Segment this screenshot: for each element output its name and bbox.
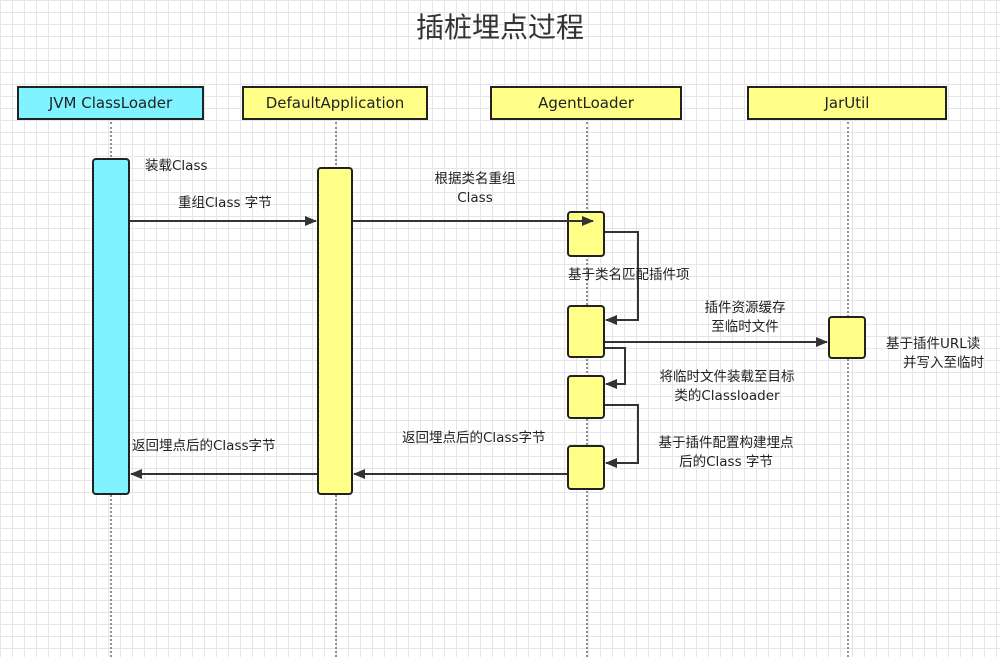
message-load-temp: 将临时文件装载至目标 类的Classloader — [642, 368, 812, 406]
activation-jvm-classloader — [92, 158, 130, 495]
activation-jarutil — [828, 316, 866, 359]
activation-default-application — [317, 167, 353, 495]
message-url-read: 基于插件URL读 并写入至临时 — [886, 335, 1000, 373]
message-line: 类的Classloader — [674, 388, 780, 404]
activation-agent-loader-3 — [567, 375, 605, 419]
lifeline-jarutil — [847, 122, 849, 657]
message-return-to-jvm: 返回埋点后的Class字节 — [132, 438, 276, 454]
message-line: 基于插件配置构建埋点 — [658, 435, 794, 451]
arrow-match-plugin — [605, 231, 639, 325]
message-match-plugin: 基于类名匹配插件项 — [568, 267, 690, 283]
message-return-to-app: 返回埋点后的Class字节 — [402, 430, 546, 446]
message-line: 并写入至临时 — [903, 355, 984, 371]
participant-label: JarUtil — [824, 94, 870, 112]
participant-jarutil: JarUtil — [747, 86, 947, 120]
activation-agent-loader-2 — [567, 305, 605, 358]
message-line: 插件资源缓存 — [704, 300, 786, 316]
message-line: Class — [457, 190, 493, 206]
diagram-title: 插桩埋点过程 — [415, 11, 584, 44]
participant-label: AgentLoader — [538, 94, 634, 112]
message-line: 基于插件URL读 — [886, 336, 981, 352]
message-line: 将临时文件装载至目标 — [659, 369, 795, 385]
message-rebuild-by-name: 根据类名重组 Class — [415, 170, 535, 208]
message-line: 至临时文件 — [711, 319, 779, 335]
participant-jvm-classloader: JVM ClassLoader — [17, 86, 204, 120]
message-load-class: 装载Class — [145, 158, 208, 174]
participant-label: DefaultApplication — [265, 94, 405, 112]
message-cache-temp: 插件资源缓存 至临时文件 — [690, 299, 800, 337]
message-line: 后的Class 字节 — [679, 454, 773, 470]
message-rebuild-bytes: 重组Class 字节 — [178, 195, 272, 211]
activation-agent-loader-4 — [567, 445, 605, 490]
arrow-build-bytes — [605, 404, 639, 468]
arrow-load-temp — [605, 347, 626, 389]
message-line: 根据类名重组 — [434, 171, 516, 187]
message-build-bytes: 基于插件配置构建埋点 后的Class 字节 — [640, 434, 812, 472]
participant-default-application: DefaultApplication — [242, 86, 428, 120]
participant-agent-loader: AgentLoader — [490, 86, 682, 120]
participant-label: JVM ClassLoader — [48, 94, 173, 112]
